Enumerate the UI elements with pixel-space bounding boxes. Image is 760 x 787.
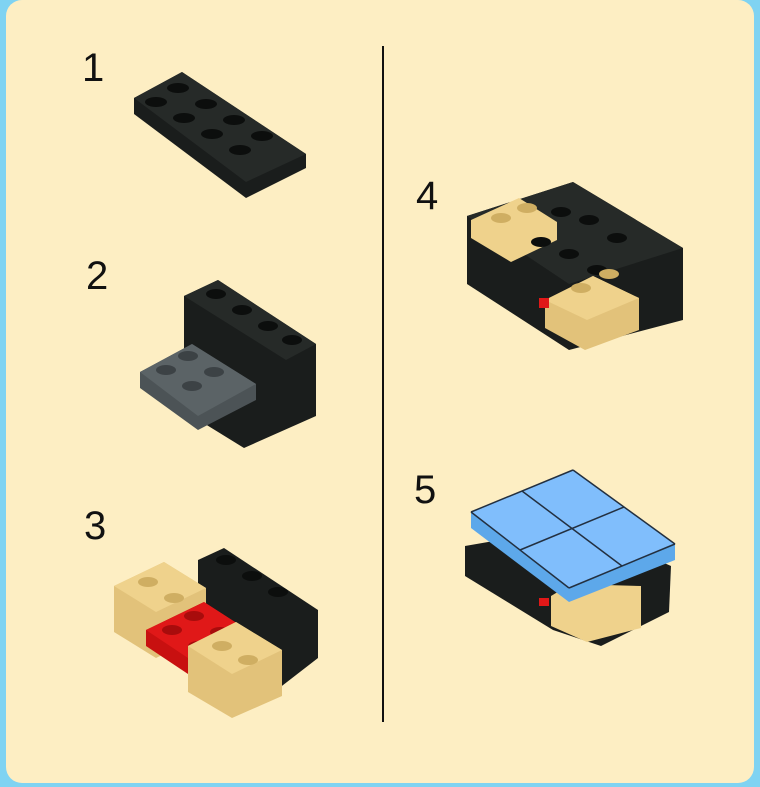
instruction-panel: 1 2 [6, 0, 754, 783]
step-3-red-seat-illustration [106, 546, 331, 721]
step-5-number: 5 [414, 470, 436, 510]
step-1-number: 1 [82, 48, 104, 88]
step-2-backrest-illustration [126, 276, 326, 451]
column-divider [382, 46, 384, 722]
step-3-number: 3 [84, 506, 106, 546]
step-4-number: 4 [416, 176, 438, 216]
step-1-black-plate-illustration [126, 66, 321, 206]
step-4-sofa-illustration [461, 180, 686, 352]
step-2-number: 2 [86, 256, 108, 296]
step-5-finished-sofa-illustration [461, 466, 686, 651]
